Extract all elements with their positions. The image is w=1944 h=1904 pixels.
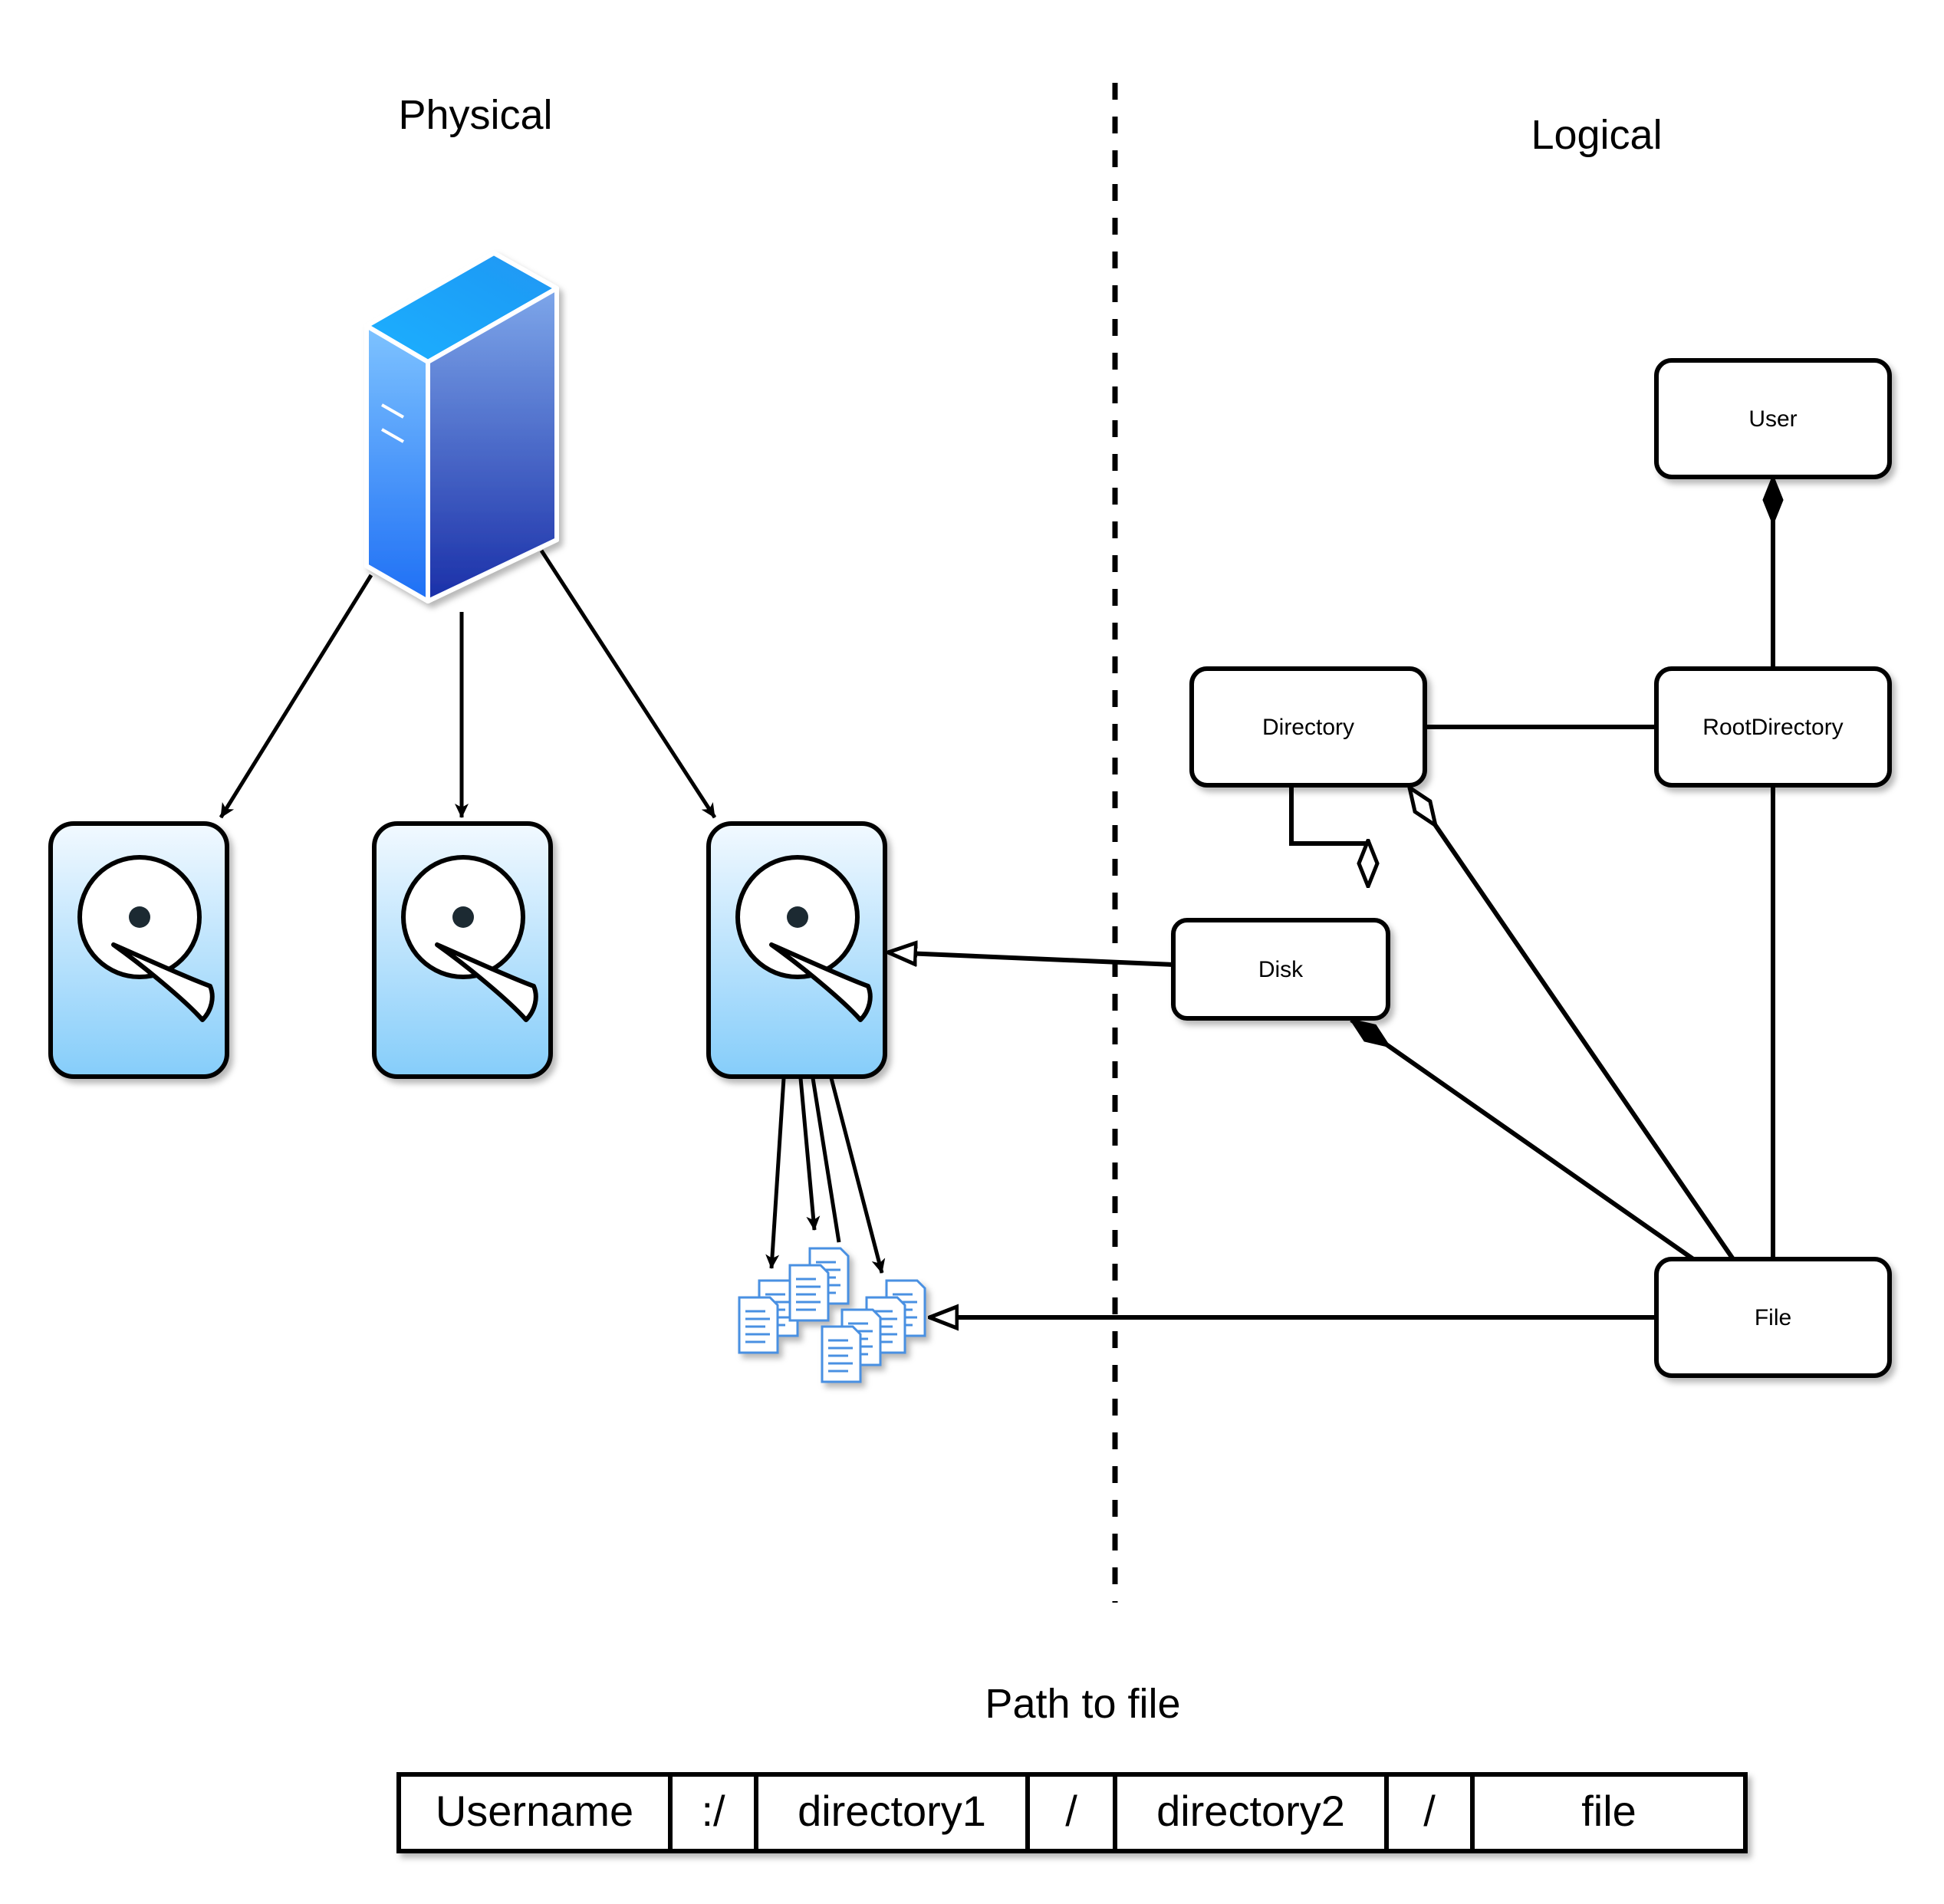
path-segment-separator: / — [1065, 1787, 1077, 1835]
class-file-label: File — [1755, 1305, 1791, 1330]
server-to-disk1-arrow — [219, 574, 373, 819]
path-segment-directory2: directory2 — [1156, 1787, 1345, 1835]
server-icon — [364, 251, 559, 603]
hard-disk-icon — [51, 824, 227, 1077]
directory-self-aggregation — [1289, 785, 1368, 843]
hard-disk-icon — [374, 824, 551, 1077]
file-disk-composition — [1351, 1018, 1695, 1261]
files-icon — [739, 1248, 925, 1382]
class-disk[interactable]: Disk — [1171, 918, 1390, 1021]
disk-to-file-arrow — [798, 1077, 821, 1231]
disk-to-file-arrow — [829, 1077, 886, 1274]
heading-path-to-file: Path to file — [985, 1681, 1180, 1727]
path-segment-directory1: directory1 — [798, 1787, 986, 1835]
server-to-disk3-arrow — [539, 549, 717, 819]
class-disk-label: Disk — [1258, 957, 1304, 982]
file-directory-aggregation — [1409, 788, 1735, 1261]
path-table: Username :/ directory1 / directory2 / fi… — [396, 1772, 1748, 1853]
class-rootdirectory-label: RootDirectory — [1702, 715, 1843, 740]
path-segment-file: file — [1581, 1787, 1636, 1835]
disk-to-file-arrow — [811, 1077, 841, 1243]
path-segment-separator: / — [1423, 1787, 1436, 1835]
class-directory-label: Directory — [1262, 715, 1354, 740]
path-segment-username: Username — [436, 1787, 633, 1835]
class-file[interactable]: File — [1654, 1257, 1892, 1378]
path-segment-separator: :/ — [701, 1787, 725, 1835]
heading-logical: Logical — [1531, 112, 1662, 158]
disk-to-hard-disk-realization — [888, 952, 1174, 965]
disk-to-file-arrow — [765, 1077, 786, 1269]
class-rootdirectory[interactable]: RootDirectory — [1654, 666, 1892, 788]
class-directory[interactable]: Directory — [1189, 666, 1427, 788]
hard-disk-icon — [709, 824, 885, 1077]
heading-physical: Physical — [398, 92, 552, 138]
class-user[interactable]: User — [1654, 358, 1892, 479]
class-user-label: User — [1748, 406, 1797, 432]
